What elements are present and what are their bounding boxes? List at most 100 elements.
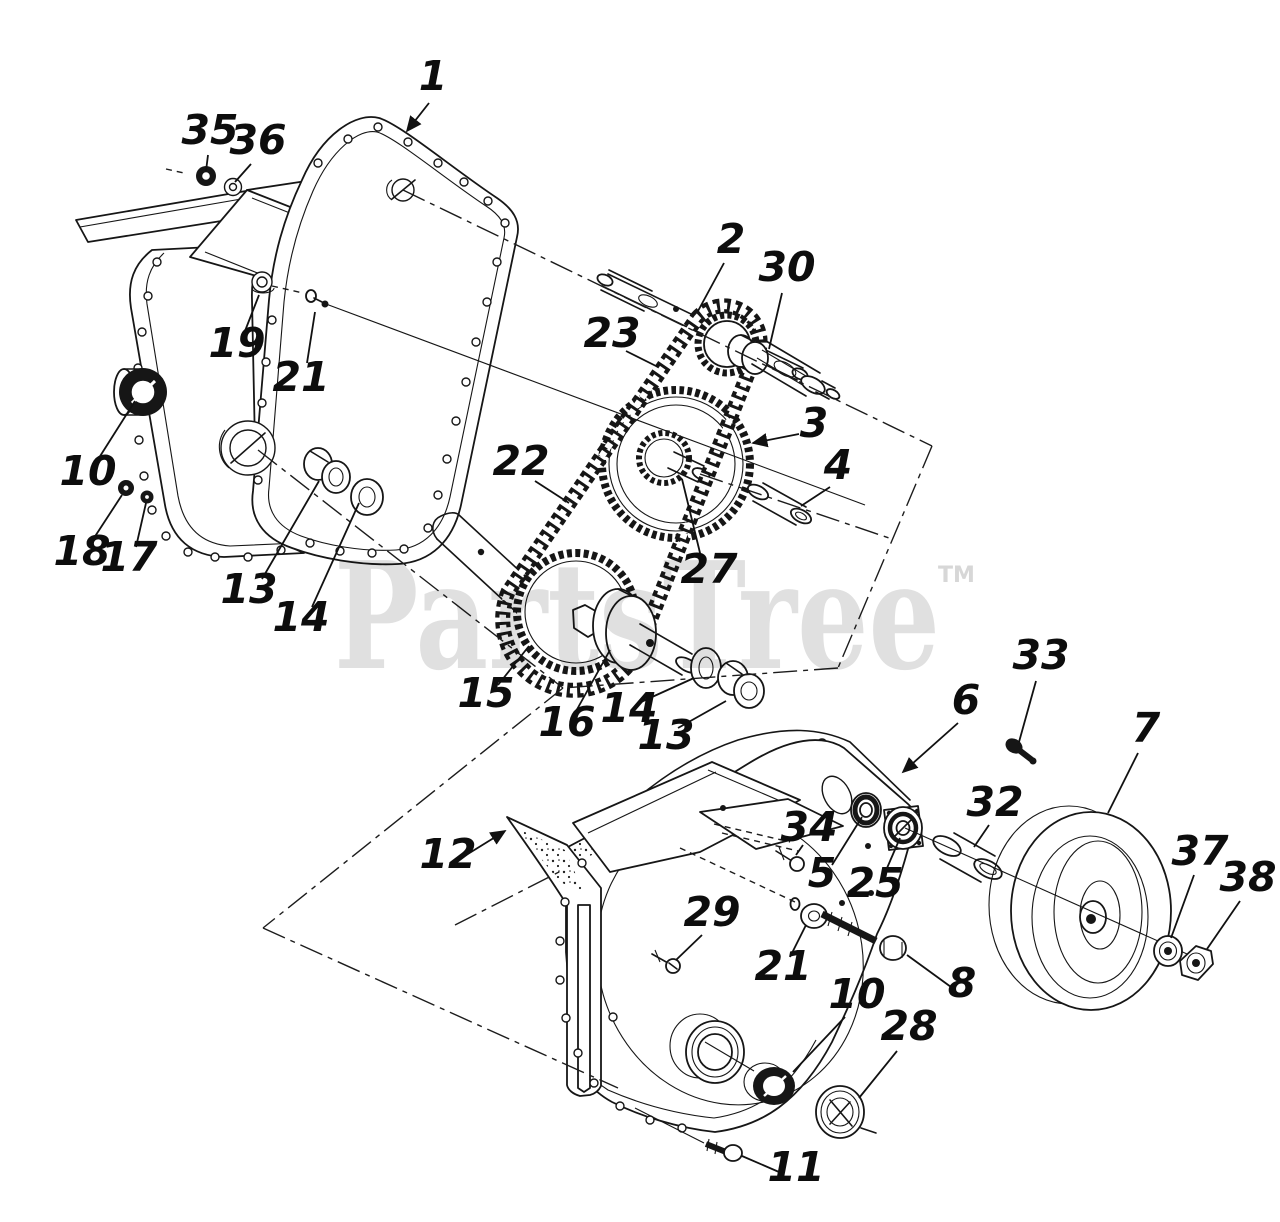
part-label-28-35: 28 <box>880 1002 937 1050</box>
part-label-22-10: 22 <box>492 437 549 485</box>
wheel-assembly <box>904 805 1214 1011</box>
part-label-13-15: 13 <box>220 565 277 613</box>
part-label-6-21: 6 <box>952 676 981 724</box>
part-label-7-23: 7 <box>1132 704 1161 752</box>
part-label-2-5: 2 <box>717 215 746 263</box>
part-label-3-8: 3 <box>800 399 829 447</box>
axle-line <box>904 827 1206 963</box>
washer-17 <box>140 490 154 504</box>
phantom-lines <box>257 189 933 1144</box>
part-label-4-9: 4 <box>823 441 853 489</box>
leader-line-5 <box>831 816 863 866</box>
tine-shaft-axis <box>257 449 564 689</box>
part-label-18-13: 18 <box>53 527 110 575</box>
bushing-13-left <box>303 447 351 494</box>
spacer-tube-4 <box>746 482 813 526</box>
screw-29 <box>651 949 681 974</box>
nut-38 <box>1179 945 1214 981</box>
spacer-32 <box>932 832 1003 883</box>
part-label-33-22: 33 <box>1012 631 1069 679</box>
leader-line-34 <box>795 844 804 856</box>
nut-37 <box>1153 935 1183 967</box>
bushing-13-right <box>717 660 765 709</box>
bolt-35 <box>165 166 216 186</box>
leader-line-27 <box>681 478 702 558</box>
leader-line-6 <box>901 722 959 774</box>
part-label-15-17: 15 <box>457 669 514 717</box>
screw-21-axis <box>325 303 866 506</box>
leader-line-10 <box>792 1016 846 1073</box>
leader-line-15 <box>497 645 530 686</box>
leader-line-38 <box>1206 900 1241 950</box>
output-boss <box>669 1013 745 1084</box>
leader-line-30 <box>768 292 783 350</box>
cover-plate-inner-flange <box>267 131 506 551</box>
leader-line-37 <box>1170 874 1195 939</box>
screw-21-top <box>271 285 329 308</box>
part-label-29-31: 29 <box>683 888 740 936</box>
leader-line-18 <box>91 494 123 542</box>
part-label-21-32: 21 <box>754 942 811 990</box>
part-label-19-3: 19 <box>208 319 265 367</box>
leader-line-16 <box>574 649 611 714</box>
boss-slash <box>704 1041 755 1072</box>
screw-11 <box>704 1138 743 1162</box>
phantom-left-edge <box>262 687 564 929</box>
leader-line-12 <box>462 830 507 858</box>
screw-11-axis <box>634 1107 705 1144</box>
bearing-25 <box>883 805 924 851</box>
seal-10-bottom <box>743 1062 795 1105</box>
seal-5 <box>850 792 882 828</box>
part-label-35-1: 35 <box>181 106 238 154</box>
washer-14-left <box>350 478 384 516</box>
idler-axis <box>699 473 893 540</box>
upper-hardware <box>113 166 384 516</box>
watermark-text: PartsTree <box>334 529 940 703</box>
bolt-18 <box>118 480 134 496</box>
part-label-11-36: 11 <box>767 1143 824 1191</box>
part-label-5-26: 5 <box>808 849 837 897</box>
leader-line-23 <box>625 350 659 368</box>
part-label-25-27: 25 <box>846 859 903 907</box>
pinion-sprocket <box>694 311 769 377</box>
leader-line-13 <box>677 700 727 729</box>
phantom-top-edge <box>402 189 933 447</box>
leader-line-21 <box>306 311 316 364</box>
part-label-34-25: 34 <box>780 803 837 851</box>
leader-line-1 <box>405 102 430 133</box>
leader-line-11 <box>741 1155 780 1173</box>
leader-line-32 <box>973 824 990 848</box>
part-label-10-34: 10 <box>828 970 885 1018</box>
part-label-17-14: 17 <box>100 533 158 581</box>
part-label-36-2: 36 <box>229 116 286 164</box>
part-label-8-33: 8 <box>948 959 977 1007</box>
leader-line-21 <box>789 924 807 958</box>
leader-line-14 <box>311 502 360 608</box>
screw-34 <box>775 846 805 872</box>
part-label-37-29: 37 <box>1171 827 1229 875</box>
leader-line-17 <box>135 502 147 548</box>
part-label-30-6: 30 <box>758 243 815 291</box>
upper-left-housing-flange <box>145 252 299 547</box>
leader-line-8 <box>906 954 952 988</box>
axle-bolt-8 <box>820 910 907 961</box>
part-label-23-7: 23 <box>583 309 640 357</box>
leader-line-7 <box>1107 752 1139 814</box>
part-label-1-0: 1 <box>419 52 448 100</box>
part-label-16-18: 16 <box>538 698 595 746</box>
part-label-38-30: 38 <box>1219 853 1276 901</box>
part-label-21-4: 21 <box>272 353 329 401</box>
leader-line-35 <box>205 154 209 172</box>
leader-line-36 <box>234 163 252 183</box>
part-label-13-20: 13 <box>637 711 694 759</box>
part-label-14-19: 14 <box>600 684 657 732</box>
leader-line-14 <box>640 677 695 703</box>
watermark-tm: TM <box>938 563 975 588</box>
leader-line-10 <box>96 400 136 462</box>
cover-plate-bolt-holes <box>253 122 510 558</box>
leader-line-29 <box>675 934 703 961</box>
tine-shield-bracket-12 <box>506 816 602 1097</box>
